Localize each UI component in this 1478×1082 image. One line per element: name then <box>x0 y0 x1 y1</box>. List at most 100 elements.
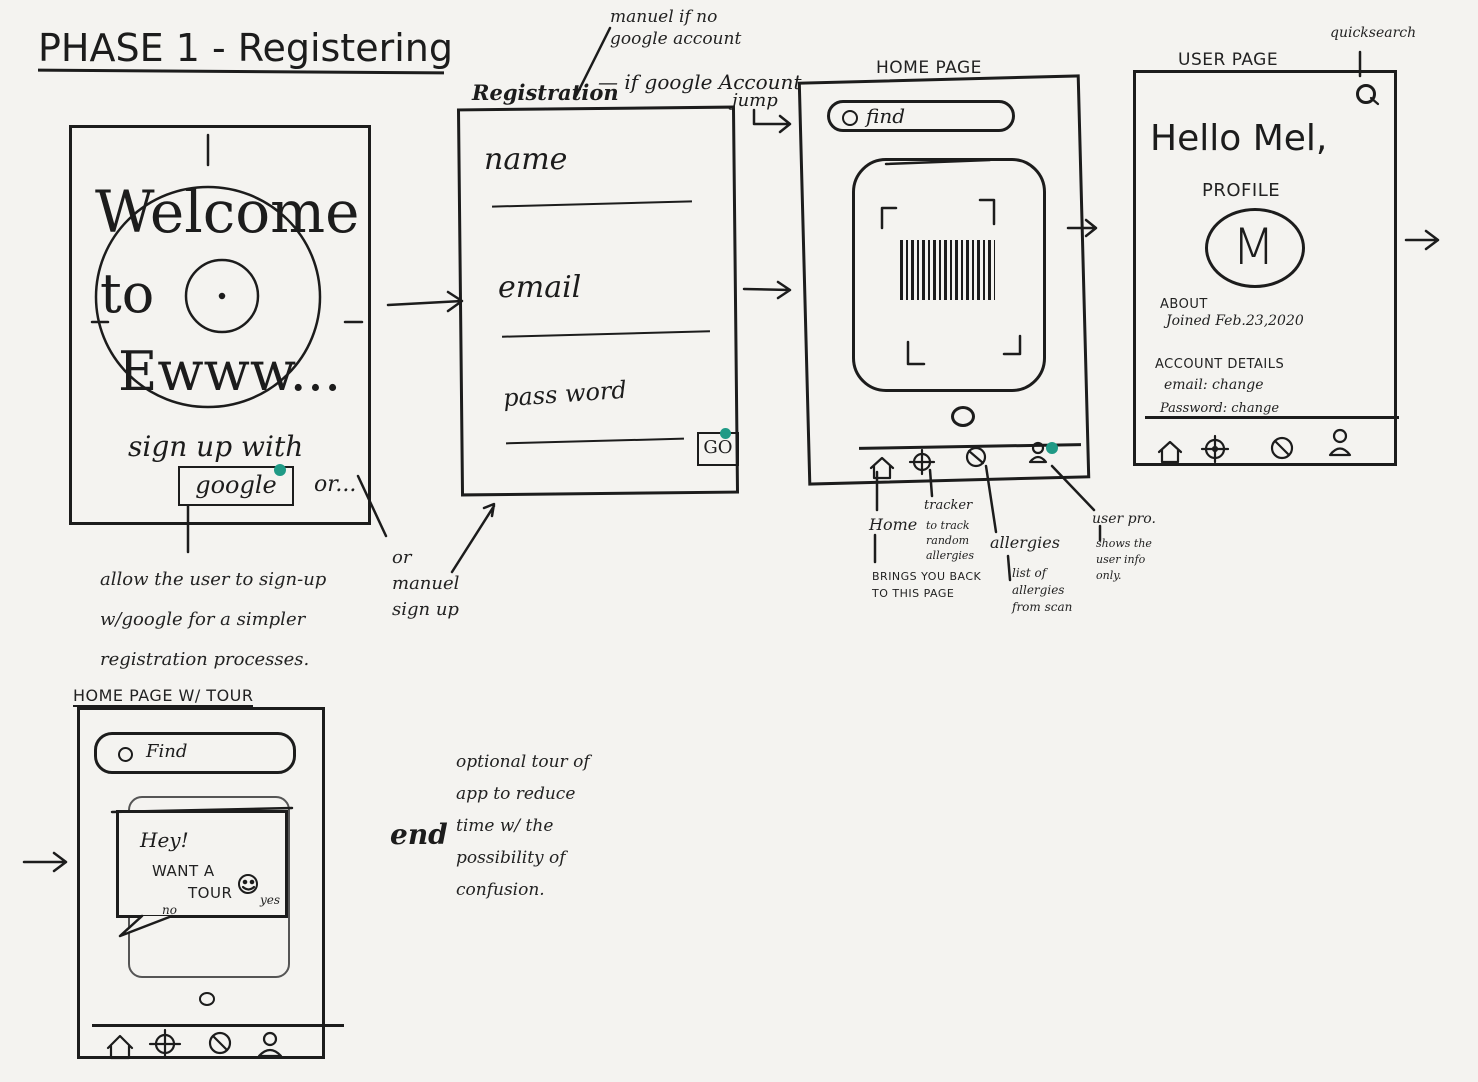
google-button-accent <box>274 464 286 476</box>
or-text: or... <box>314 472 357 497</box>
user-tab-house-icon <box>1157 440 1183 464</box>
scanner-corner-tr <box>978 198 996 226</box>
go-button-accent <box>720 428 731 439</box>
scanner-corner-br <box>1002 334 1022 356</box>
google-signup-button[interactable]: google <box>178 466 294 506</box>
manual-note-arrow <box>450 502 496 574</box>
about-label: ABOUT <box>1160 297 1208 312</box>
quicksearch-icon[interactable] <box>1356 84 1376 104</box>
quicksearch-label: quicksearch <box>1330 25 1417 41</box>
tour-tab-tracker-icon <box>148 1028 182 1060</box>
signup-with-text: sign up with <box>128 430 304 463</box>
manual-note-leader <box>574 26 612 98</box>
or-note-leader <box>356 474 388 538</box>
tour-tab-user-icon <box>257 1031 283 1058</box>
account-details-label: ACCOUNT DETAILS <box>1155 357 1285 372</box>
quicksearch-icon-handle <box>1369 96 1380 106</box>
tour-note: optional tour of app to reduce time w/ t… <box>456 752 590 900</box>
annotation-home-desc: BRINGS YOU BACK TO THIS PAGE <box>872 570 982 600</box>
welcome-headline-line3: Ewww... <box>118 340 342 403</box>
annotation-tracker: tracker <box>924 498 973 513</box>
tour-search-input[interactable]: Find <box>146 741 188 762</box>
avatar[interactable] <box>1205 208 1305 288</box>
home-tab-house-icon <box>869 456 895 480</box>
barcode-scanner-frame[interactable] <box>852 158 1046 392</box>
go-button[interactable]: GO <box>697 432 739 466</box>
annotation-home: Home <box>869 515 918 534</box>
home-tab-user-icon <box>1028 441 1048 464</box>
welcome-large-circle <box>94 185 322 409</box>
profile-label: PROFILE <box>1202 180 1281 201</box>
user-greeting: Hello Mel, <box>1150 118 1328 159</box>
tour-bubble-top <box>110 806 294 814</box>
tour-screen <box>77 707 325 1059</box>
scanner-corner-tl <box>880 206 898 230</box>
tour-page-label: HOME PAGE W/ TOUR <box>73 686 254 705</box>
tour-bubble-line1: Hey! <box>140 828 189 852</box>
home-annotation-leader <box>873 470 879 564</box>
welcome-screen <box>69 125 371 525</box>
page-title: PHASE 1 - Registering <box>38 26 453 70</box>
joined-date: Joined Feb.23,2020 <box>1166 313 1304 329</box>
annotation-tracker-desc: to track random allergies <box>926 519 975 562</box>
barcode-icon <box>900 240 995 300</box>
tour-yes-button[interactable]: yes <box>260 893 281 907</box>
welcome-center-circle <box>184 258 260 334</box>
home-tab-allergies-icon <box>965 446 987 468</box>
tour-label-underline <box>73 705 253 707</box>
tour-speech-bubble[interactable] <box>116 810 288 918</box>
user-tab-accent <box>1046 442 1058 454</box>
tour-home-button-icon[interactable] <box>199 992 215 1006</box>
scanner-top-line <box>884 158 992 166</box>
home-search-bar[interactable] <box>827 100 1015 132</box>
arrow-welcome-to-registration <box>386 290 464 313</box>
user-screen <box>1133 70 1397 466</box>
home-search-input[interactable]: find <box>866 104 906 128</box>
annotation-user-desc: shows the user info only. <box>1096 537 1152 582</box>
search-icon <box>842 110 858 126</box>
user-tab-allergies-icon <box>1270 436 1294 460</box>
user-tab-tracker-icon <box>1200 434 1230 464</box>
user-annotation-leader <box>1050 464 1102 542</box>
arrow-google-jump <box>752 108 792 134</box>
home-tab-tracker-icon <box>908 448 936 476</box>
tour-tab-house-icon <box>106 1034 134 1060</box>
registration-google-note: — if google Account <box>598 70 802 94</box>
email-change-row[interactable]: email: change <box>1164 377 1264 393</box>
tour-smiley-face <box>241 879 256 891</box>
manual-signup-note: or manuel sign up <box>392 547 460 620</box>
google-signup-note: allow the user to sign-up w/google for a… <box>100 569 327 670</box>
end-label: end <box>390 818 448 851</box>
scanner-corner-bl <box>906 340 926 366</box>
email-field-label: email <box>498 270 582 305</box>
name-field-label: name <box>484 142 568 177</box>
user-page-label: USER PAGE <box>1178 50 1279 70</box>
annotation-allergies: allergies <box>990 533 1060 552</box>
password-change-row[interactable]: Password: change <box>1160 401 1280 416</box>
home-page-label: HOME PAGE <box>876 58 982 78</box>
arrow-user-to-next <box>1404 229 1440 251</box>
tour-nav-bar <box>92 1024 344 1027</box>
home-button-icon[interactable] <box>951 406 975 427</box>
tour-bubble-tail <box>118 914 174 938</box>
annotation-user: user pro. <box>1092 511 1156 527</box>
smiley-icon <box>238 874 258 894</box>
allergies-annotation-leader <box>984 464 1012 582</box>
avatar-letter: M <box>1232 218 1276 276</box>
welcome-center-dot <box>218 292 226 300</box>
annotation-allergies-desc: list of allergies from scan <box>1012 566 1073 614</box>
tour-bubble-line3: TOUR <box>188 884 233 902</box>
tour-bubble-line2: WANT A <box>152 862 215 880</box>
arrow-into-tour <box>22 851 68 873</box>
arrow-registration-to-home <box>742 280 792 300</box>
tour-tab-allergies-icon <box>208 1031 232 1055</box>
user-tab-user-icon <box>1328 428 1352 457</box>
registration-manual-note: manuel if no google account <box>610 7 742 49</box>
tracker-annotation-leader <box>928 468 934 498</box>
tour-search-icon <box>118 747 133 762</box>
tour-search-bar[interactable] <box>94 732 296 774</box>
tour-no-button[interactable]: no <box>162 903 177 917</box>
registration-label: Registration <box>472 80 619 105</box>
registration-jump-note: jump <box>732 90 778 111</box>
